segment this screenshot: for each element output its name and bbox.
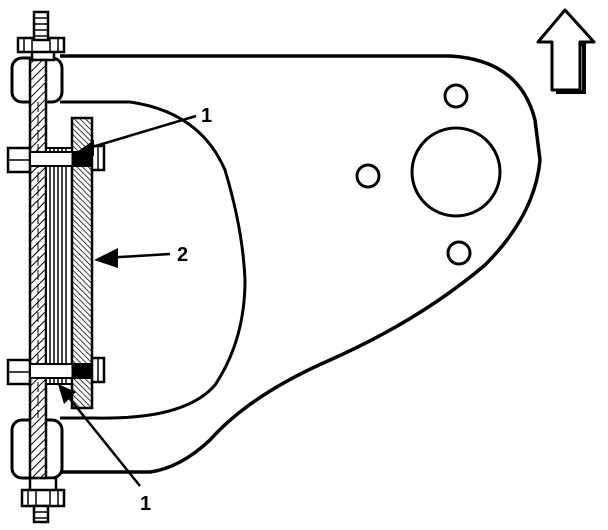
control-arm xyxy=(60,54,542,474)
upper-bolt xyxy=(6,144,106,174)
callout-1-bottom: 1 xyxy=(58,384,151,515)
callout-label: 1 xyxy=(201,105,212,127)
callout-2: 2 xyxy=(94,244,188,268)
lower-bolt xyxy=(6,356,106,386)
hole-lower xyxy=(446,240,472,266)
callout-label: 2 xyxy=(177,244,188,266)
pivot-shaft xyxy=(28,58,48,480)
backing-plate xyxy=(70,116,94,410)
up-arrow-icon xyxy=(536,8,596,94)
ball-joint-bore xyxy=(410,126,502,218)
mounting-holes xyxy=(355,83,502,266)
hole-upper xyxy=(443,83,469,109)
upper-pivot-bushing xyxy=(10,10,66,104)
hole-left xyxy=(355,163,381,189)
shim-pack xyxy=(45,147,73,385)
callout-label: 1 xyxy=(140,493,151,515)
callout-1-top: 1 xyxy=(74,105,212,156)
